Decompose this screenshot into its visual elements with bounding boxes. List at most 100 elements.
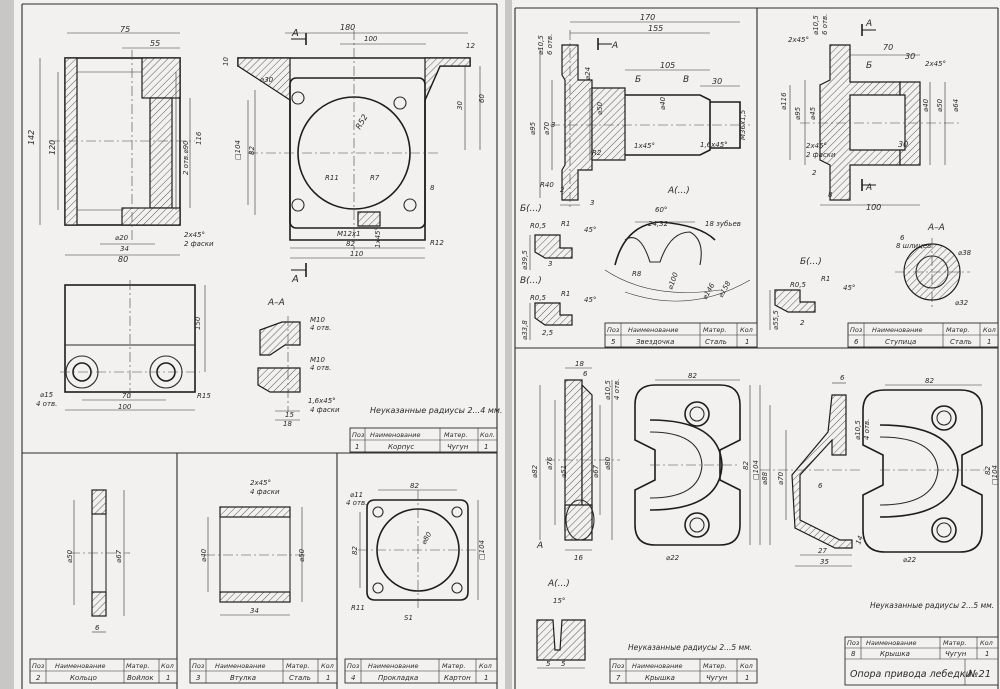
dim-d15b: 4 отв. [36, 400, 57, 408]
sprocket-detail-b [529, 234, 573, 270]
tb2-qty: 1 [166, 674, 170, 682]
label-hub-a-top: A [865, 19, 872, 29]
dim-hub-30: 30 [905, 52, 915, 61]
label-spr-detail-v: В(...) [520, 276, 542, 286]
label-spr-detail-b: Б(...) [520, 204, 542, 214]
detail-2-ring [29, 489, 178, 684]
dim-c8-82: 82 [925, 377, 934, 385]
dim-55: 55 [150, 39, 160, 48]
detail-6-hub [769, 24, 999, 348]
tb8-h-qty: Кол [980, 639, 993, 647]
tb7-mat: Чугун [706, 674, 728, 682]
tb2-name: Кольцо [70, 674, 97, 682]
tb7-h-mat: Матер. [703, 662, 727, 670]
dim-c8-6: 6 [840, 374, 845, 382]
dim-spr-w2: 2 [560, 186, 565, 194]
detail-5-sprocket [529, 21, 758, 348]
dim-c8-d22: ⌀22 [903, 556, 917, 564]
label-spr-v: В [683, 75, 689, 85]
dim-cov-d67: ⌀67 [592, 464, 600, 478]
dim-spr-2432: 24,32 [648, 220, 669, 228]
dim-gasket-d11b: 4 отв. [346, 499, 367, 507]
title-block-2 [29, 658, 178, 684]
tb7-qty: 1 [745, 674, 749, 682]
dim-c8-d88: ⌀88 [761, 471, 769, 485]
title-block-1 [349, 427, 498, 453]
dim-34: 34 [120, 245, 129, 253]
dim-cov-d22: ⌀22 [666, 554, 680, 562]
tb4-h-pos: Поз [347, 662, 360, 670]
dim-100: 100 [364, 35, 378, 43]
dim-c8-82v: 82 [984, 466, 992, 475]
label-a-bottom: A [291, 274, 299, 285]
tb1-h-pos: Поз [352, 431, 365, 439]
note-radii-8: Неуказанные радиусы 2...5 мм. [870, 601, 994, 610]
dim-spr-ch1: 1x45° [634, 142, 655, 150]
dim-cov-d51: ⌀51 [560, 465, 568, 478]
dim-hub-ch3b: 2 фаски [806, 151, 836, 159]
sheet-title: Опора привода лебедки [850, 669, 972, 680]
tb2-pos: 2 [36, 674, 41, 682]
dim-spr-105: 105 [660, 61, 675, 70]
detail-4-gasket [344, 489, 498, 684]
dim-spr-170: 170 [640, 13, 655, 22]
hub-section-aa [895, 238, 970, 308]
tb2-h-mat: Матер. [126, 662, 150, 670]
dim-chamfer-3b: 4 фаски [310, 406, 340, 414]
dim-gasket-sq104: □104 [478, 540, 486, 560]
dim-spr-teeth: 18 зубьев [705, 220, 741, 228]
cover8-plan-view [862, 384, 990, 553]
tb5-pos: 5 [611, 338, 616, 346]
dim-hub-d105: ⌀10,5 [812, 15, 820, 35]
dim-chamfer-2: 1x45° [374, 227, 382, 248]
tb8-mat: Чугун [945, 650, 967, 658]
detail-3-bushing [189, 506, 338, 684]
tb1-h-name: Наименование [370, 431, 421, 439]
tb8-h-name: Наименование [866, 639, 917, 647]
dim-hub-w2: 2 [800, 319, 805, 327]
dim-spr-r2: R2 [592, 149, 602, 157]
dim-spr-d40: ⌀40 [659, 96, 667, 110]
tb2-h-qty: Кол [161, 662, 174, 670]
dim-18: 18 [283, 420, 292, 428]
dim-ring-d50: ⌀50 [66, 549, 74, 563]
dim-cov-d105: ⌀10,5 [604, 380, 612, 400]
dim-cov-16: 16 [574, 554, 583, 562]
hub-detail-b [769, 289, 816, 330]
dim-m10a: M10 [310, 316, 325, 324]
dim-8: 8 [430, 184, 435, 192]
dim-hub-d45: ⌀45 [809, 106, 817, 120]
dim-spr-w3b: 3 [548, 260, 552, 268]
dim-m12: M12x1 [337, 230, 361, 238]
dim-cov-d76: ⌀76 [546, 456, 554, 470]
tb7-pos: 7 [616, 674, 621, 682]
dim-cov-d80: ⌀80 [604, 456, 612, 470]
sprocket-section [539, 21, 750, 210]
detail-7-cover [536, 367, 761, 684]
dim-spr-d50: ⌀50 [596, 101, 604, 115]
dim-80: 80 [118, 255, 128, 264]
dim-cov-18: 18 [575, 360, 584, 368]
tb6-h-mat: Матер. [946, 326, 970, 334]
dim-hub-70: 70 [883, 43, 893, 52]
dim-spr-m36: M36x1,5 [739, 109, 747, 140]
detail-8-cover [760, 382, 999, 686]
dim-hub-d40: ⌀40 [922, 98, 930, 112]
tb5-mat: Сталь [705, 338, 727, 346]
dim-spr-w3: 3 [590, 199, 594, 207]
tb5-qty: 1 [745, 338, 749, 346]
dim-r15: R15 [197, 392, 211, 400]
dim-hub-keys: 6 [900, 234, 905, 242]
tb1-qty: 1 [484, 443, 488, 451]
tb2-mat: Войлок [127, 674, 154, 682]
dim-spr-d70: ⌀70 [543, 121, 551, 135]
dim-hub-ch3: 2x45° [806, 142, 827, 150]
dim-82v: 82 [248, 146, 256, 155]
dim-bush-d50: ⌀50 [298, 548, 306, 562]
label-hub-section: A–A [927, 223, 945, 233]
tb7-h-qty: Кол [740, 662, 753, 670]
dim-spr-45a: 45° [584, 226, 596, 234]
dim-spr-r8: R8 [632, 270, 642, 278]
detail-1-housing: 75 55 142 120 2 отв.⌀90 116 ⌀20 34 80 2x… [27, 23, 502, 453]
tb8-h-pos: Поз [847, 639, 860, 647]
